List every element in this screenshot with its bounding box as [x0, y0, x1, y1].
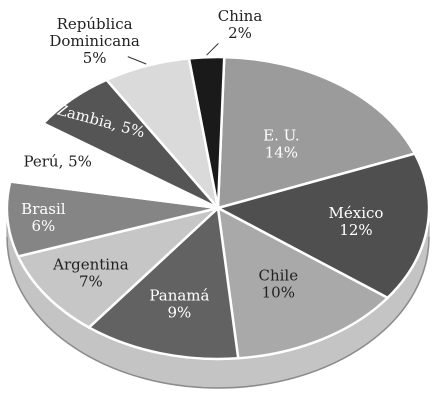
leader-line-china	[206, 43, 219, 56]
pie-slice-brasil	[5, 180, 220, 258]
pie-slice-mexico	[216, 152, 431, 300]
slice-label-line: Chile	[258, 267, 298, 285]
slice-label-line: Perú, 5%	[23, 152, 91, 170]
slice-label-line: 2%	[228, 24, 252, 42]
slice-label-line: E. U.	[263, 126, 300, 144]
slice-label-e-u: E. U.14%	[263, 126, 300, 161]
slice-label-line: 9%	[168, 303, 192, 321]
pie-slice-china	[187, 55, 226, 210]
pie-slice-argentina	[16, 206, 220, 329]
slice-label-line: México	[329, 204, 384, 222]
slice-label-line: 5%	[83, 49, 107, 67]
pie-slice-panama	[87, 206, 240, 361]
slice-label-line: 14%	[265, 143, 298, 161]
slice-label-peru: Perú, 5%	[23, 152, 91, 170]
slice-label-line: Dominicana	[49, 32, 140, 50]
slice-label-line: 12%	[339, 221, 372, 239]
slice-label-line: China	[218, 7, 263, 25]
pie-bottom-edge	[6, 236, 430, 389]
label-leaders	[127, 43, 219, 65]
slice-label-line: 6%	[32, 217, 56, 235]
pie-slice-chile	[216, 206, 389, 360]
slice-label-line: Brasil	[21, 200, 66, 218]
slice-label-line: República	[57, 15, 133, 33]
pie-slice-e-u	[216, 55, 417, 210]
slice-label-line: Argentina	[52, 255, 129, 273]
slice-label-line: 10%	[262, 284, 295, 302]
slice-label-line: Panamá	[149, 286, 209, 304]
leader-line-republica-dominicana	[127, 56, 147, 65]
slice-label-line: 7%	[79, 272, 103, 290]
pie-slices	[5, 55, 431, 361]
